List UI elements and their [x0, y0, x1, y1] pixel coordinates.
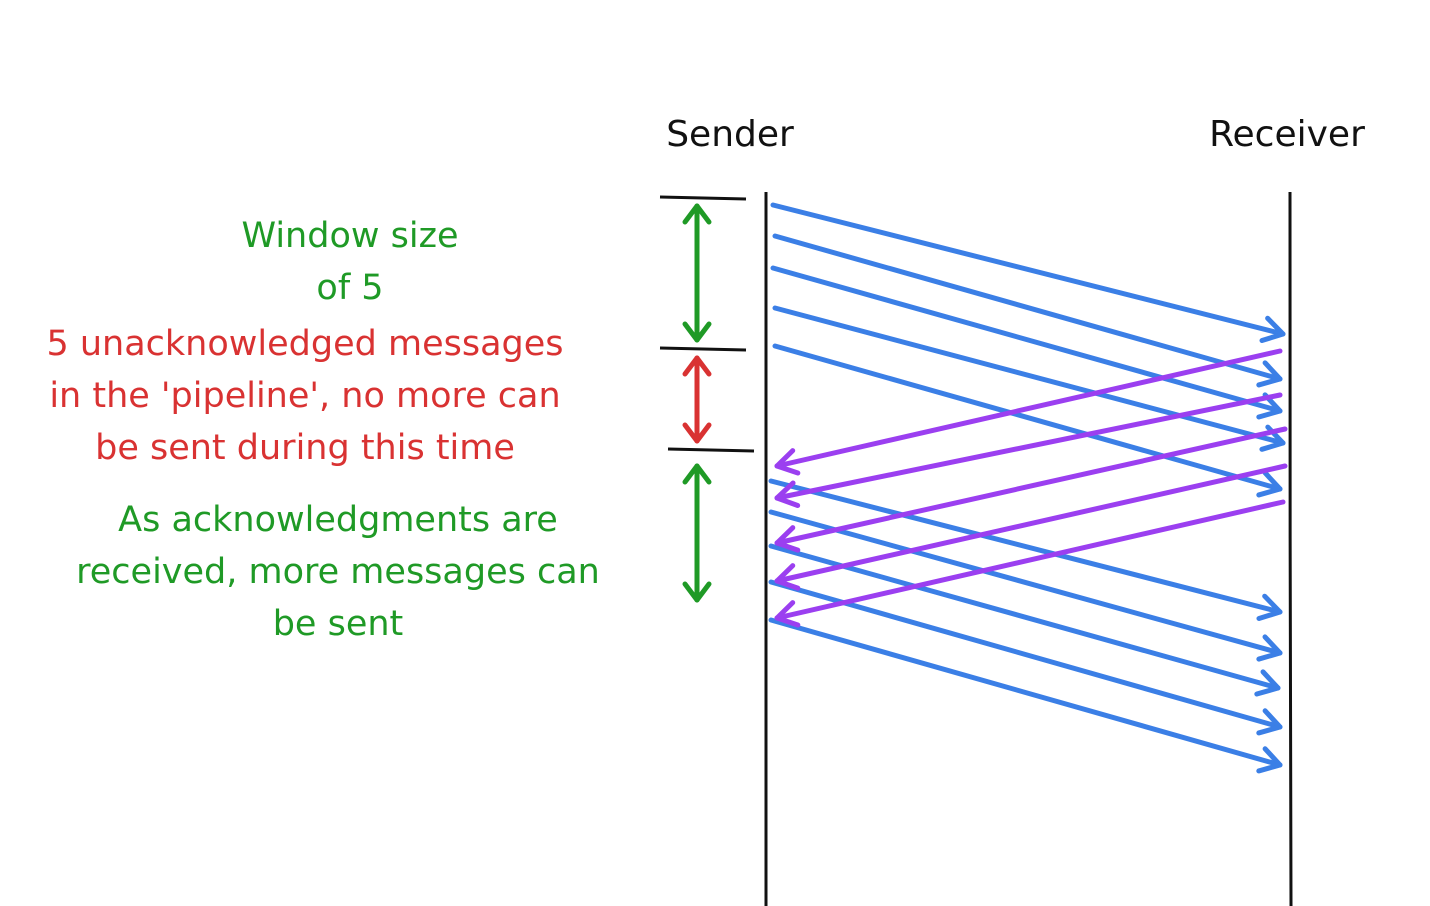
window-annotation: Window size of 5 [242, 216, 459, 308]
acks-annotation-line: be sent [273, 604, 404, 644]
ack-arrow-4 [774, 463, 1288, 591]
ack-arrow-1 [774, 348, 1283, 476]
window-end-tick [659, 346, 747, 352]
window-start-tick [659, 195, 747, 201]
acks-annotation: As acknowledgments are received, more mes… [76, 500, 600, 644]
pipeline-annotation: 5 unacknowledged messages in the 'pipelin… [46, 324, 563, 468]
message-arrow-8 [768, 543, 1281, 697]
window-annotation-line: of 5 [316, 268, 383, 308]
window-bracket-arrow [682, 203, 712, 343]
pipeline-annotation-line: be sent during this time [95, 428, 515, 468]
blocked-bracket-arrow [682, 355, 712, 444]
sender-label: Sender [666, 114, 794, 155]
message-arrow-7 [768, 509, 1283, 662]
ack-arrow-5 [774, 499, 1286, 628]
acks-annotation-line: As acknowledgments are [118, 500, 558, 540]
message-arrow-5 [772, 343, 1283, 498]
pipeline-annotation-line: 5 unacknowledged messages [46, 324, 563, 364]
ack-arrow-3 [774, 426, 1288, 553]
acks-annotation-line: received, more messages can [76, 552, 600, 592]
ack-arrow-2 [774, 392, 1283, 509]
message-arrow-9 [768, 579, 1283, 736]
receiver-label: Receiver [1209, 114, 1365, 155]
message-arrow-6 [768, 478, 1283, 621]
window-annotation-line: Window size [242, 216, 459, 256]
acks-bracket-arrow [682, 463, 712, 603]
sender-lifeline [763, 191, 768, 906]
receiver-lifeline [1288, 191, 1293, 906]
message-arrow-3 [770, 265, 1283, 420]
message-arrow-2 [772, 233, 1283, 388]
pipeline-annotation-line: in the 'pipeline', no more can [49, 376, 560, 416]
message-arrow-10 [768, 617, 1283, 774]
message-arrow-4 [772, 305, 1286, 452]
message-arrow-1 [770, 202, 1286, 344]
blocked-end-tick [667, 447, 755, 453]
